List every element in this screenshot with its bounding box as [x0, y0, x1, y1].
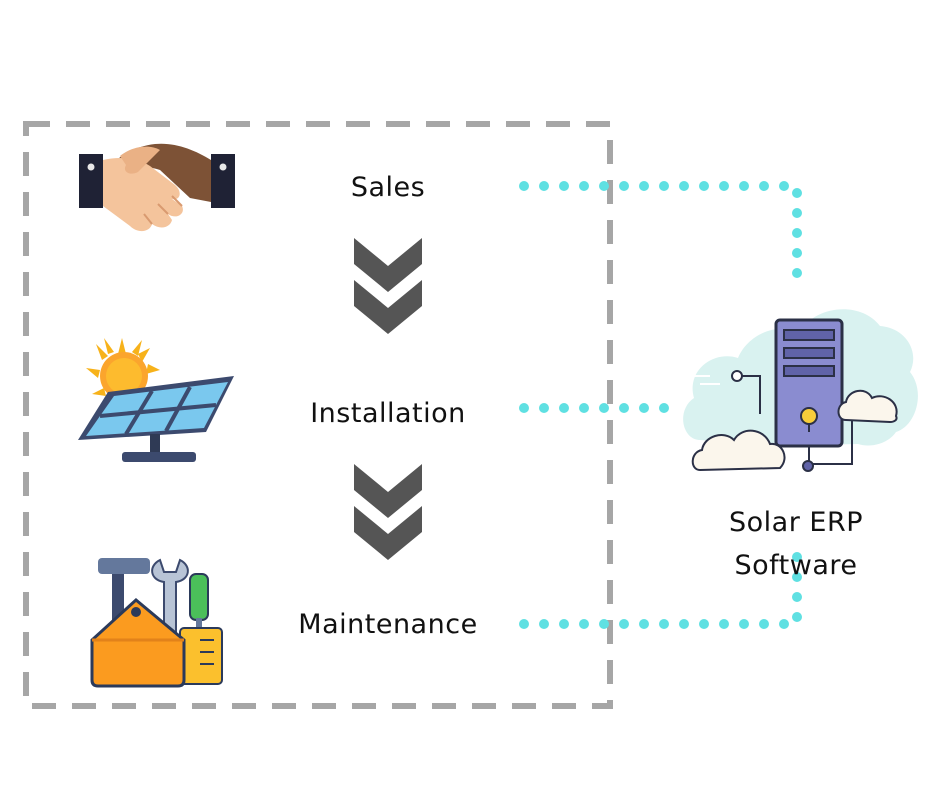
stage-label-maintenance: Maintenance: [298, 609, 477, 640]
process-boundary: [23, 121, 613, 709]
handshake-icon: [79, 143, 235, 232]
cloud-server-icon: [683, 297, 918, 472]
stage-label-installation: Installation: [310, 398, 466, 429]
toolbox-icon: [90, 558, 223, 688]
chevron-down-icon: [354, 464, 422, 560]
chevron-down-icon: [354, 238, 422, 334]
erp-label-line2: Software: [734, 550, 857, 581]
connector-lines: [519, 181, 802, 629]
stage-label-sales: Sales: [351, 172, 425, 203]
connector-sales: [519, 181, 802, 295]
erp-label-line1: Solar ERP: [729, 507, 863, 538]
solar-panel-icon: [78, 338, 234, 462]
